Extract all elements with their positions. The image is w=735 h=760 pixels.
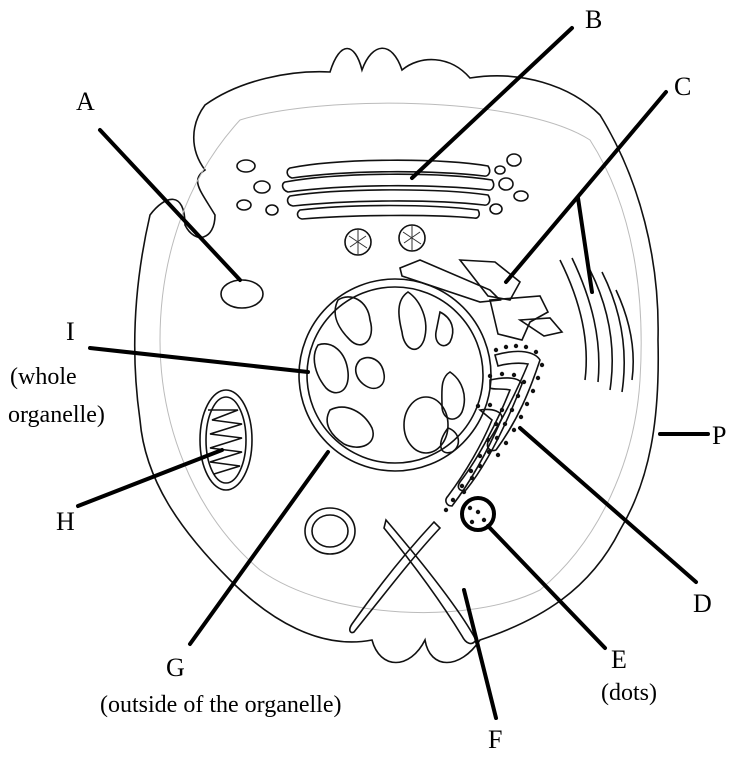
label-p: P [712,421,726,450]
label-d: D [693,589,712,618]
label-i-sub1: (whole [10,364,77,390]
tubular-er [560,258,633,392]
label-i: I [66,317,75,346]
vacuole-inner [312,515,348,547]
label-e: E [611,645,627,674]
label-c: C [674,72,691,101]
leader-d [520,428,696,582]
rough-er [446,351,540,506]
label-e-sub: (dots) [601,680,657,706]
leader-a [100,130,240,280]
label-g-sub: (outside of the organelle) [100,692,341,718]
label-g: G [166,653,185,682]
label-b: B [585,5,602,34]
label-i-sub2: organelle) [8,402,105,428]
label-a: A [76,87,95,116]
centriole-bundle [350,520,476,643]
label-h: H [56,507,75,536]
nucleus [299,279,491,471]
label-f: F [488,725,502,754]
centrioles [345,225,425,255]
mitochondrion [200,390,252,490]
leader-lines [78,28,708,718]
smooth-er [400,260,562,340]
leader-i [90,348,308,372]
golgi-apparatus [237,154,528,219]
vesicle [221,280,263,308]
cell-membrane [135,48,658,662]
leader-b [412,28,572,178]
